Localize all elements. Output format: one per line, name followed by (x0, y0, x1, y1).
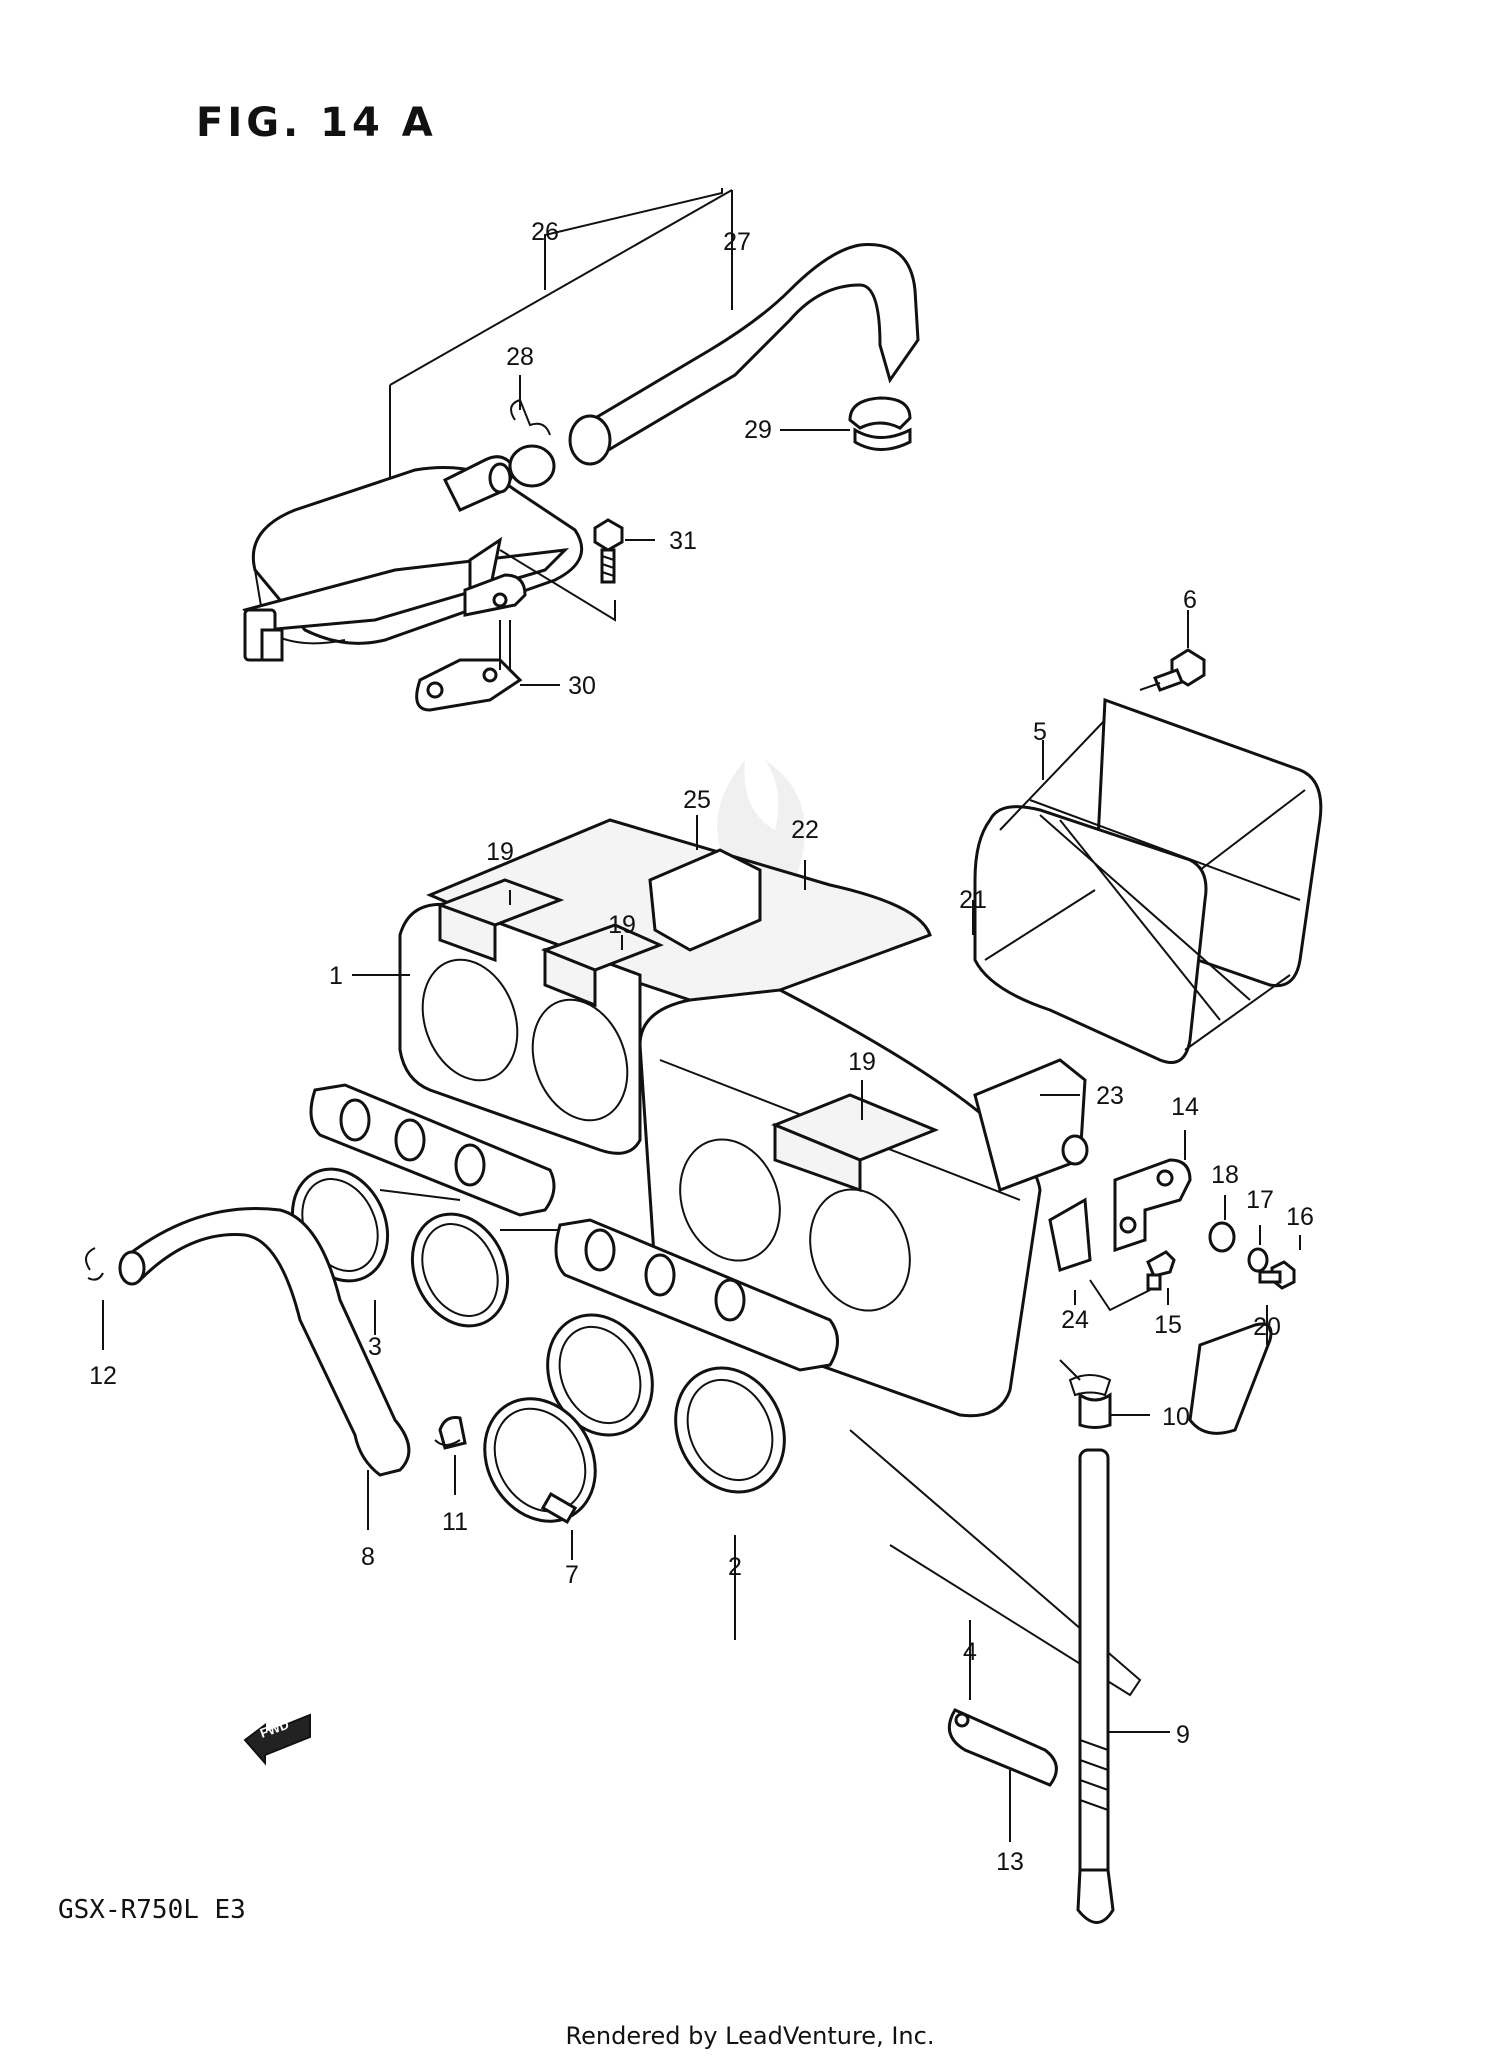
callout-26: 26 (531, 218, 559, 246)
callout-7: 7 (565, 1561, 579, 1589)
callout-24: 24 (1061, 1306, 1089, 1334)
fwd-arrow-icon: FWD (243, 1713, 311, 1766)
callout-3: 3 (368, 1333, 382, 1361)
watermark-logo (717, 760, 805, 880)
callout-10: 10 (1162, 1403, 1190, 1431)
callout-2: 2 (728, 1553, 742, 1581)
drain-pipe-parts (849, 1322, 1273, 1924)
air-filter-element (973, 648, 1323, 1064)
intake-boots (290, 1083, 839, 1524)
callout-22: 22 (791, 816, 819, 844)
callout-30: 30 (568, 672, 596, 700)
callout-4: 4 (963, 1638, 977, 1666)
callout-19-front: 19 (848, 1048, 876, 1076)
callout-8: 8 (361, 1543, 375, 1571)
callout-25: 25 (683, 786, 711, 814)
callout-15: 15 (1154, 1311, 1182, 1339)
figure-title: FIG. 14 A (196, 100, 437, 146)
callout-29: 29 (744, 416, 772, 444)
callout-labels: 1 2 3 4 5 6 7 8 9 10 11 12 13 14 15 16 1… (89, 218, 1314, 1876)
callout-11: 11 (442, 1508, 468, 1536)
callout-12: 12 (89, 1362, 117, 1390)
callout-28: 28 (506, 343, 534, 371)
callout-6: 6 (1183, 586, 1197, 614)
callout-13: 13 (996, 1848, 1024, 1876)
leader-lines (102, 375, 1301, 1842)
callout-17: 17 (1246, 1186, 1274, 1214)
callout-21: 21 (959, 886, 987, 914)
drain-hose (85, 1206, 467, 1477)
callout-14: 14 (1171, 1093, 1199, 1121)
callout-23: 23 (1096, 1082, 1124, 1110)
callout-5: 5 (1033, 718, 1047, 746)
model-code: GSX-R750L E3 (58, 1895, 246, 1925)
callout-19-rear-left: 19 (486, 838, 514, 866)
side-fittings (1059, 1158, 1296, 1381)
callout-18: 18 (1211, 1161, 1239, 1189)
breather-box-assembly (242, 188, 920, 712)
callout-19-rear-right: 19 (608, 911, 636, 939)
callout-1: 1 (329, 962, 343, 990)
callout-20: 20 (1253, 1313, 1281, 1341)
callout-9: 9 (1176, 1721, 1190, 1749)
callout-16: 16 (1286, 1203, 1314, 1231)
footer-credit: Rendered by LeadVenture, Inc. (565, 2022, 935, 2050)
callout-27: 27 (723, 228, 751, 256)
callout-31: 31 (669, 527, 697, 555)
